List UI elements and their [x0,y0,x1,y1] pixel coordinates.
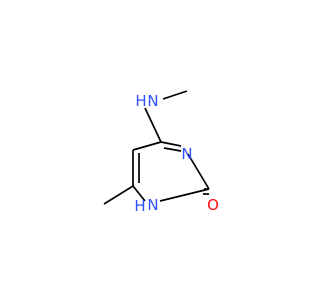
oxygen-atom: O [207,196,219,214]
n1-hydrogen: H [134,197,145,215]
bond-c4-n3 [160,141,182,147]
bond-c2-n1 [159,188,210,202]
bond-ch3-nh [162,90,188,100]
n3-atom: N [181,145,192,163]
atom-labels: N H N N H O [134,92,219,215]
bond-nh-c4 [144,107,162,143]
n-methylamino-hydrogen: H [135,92,146,110]
bond-c4-n3-double [163,147,182,152]
bond-c5-c4 [132,141,162,151]
bond-n3-c2 [187,153,210,190]
molecule-diagram: N H N N H O [103,90,219,215]
bond-c6-ch3 [103,185,134,205]
n1-atom: N [147,196,158,214]
bonds [103,90,210,205]
n-methylamino-atom: N [147,92,158,110]
bond-n1-c6 [132,185,146,202]
